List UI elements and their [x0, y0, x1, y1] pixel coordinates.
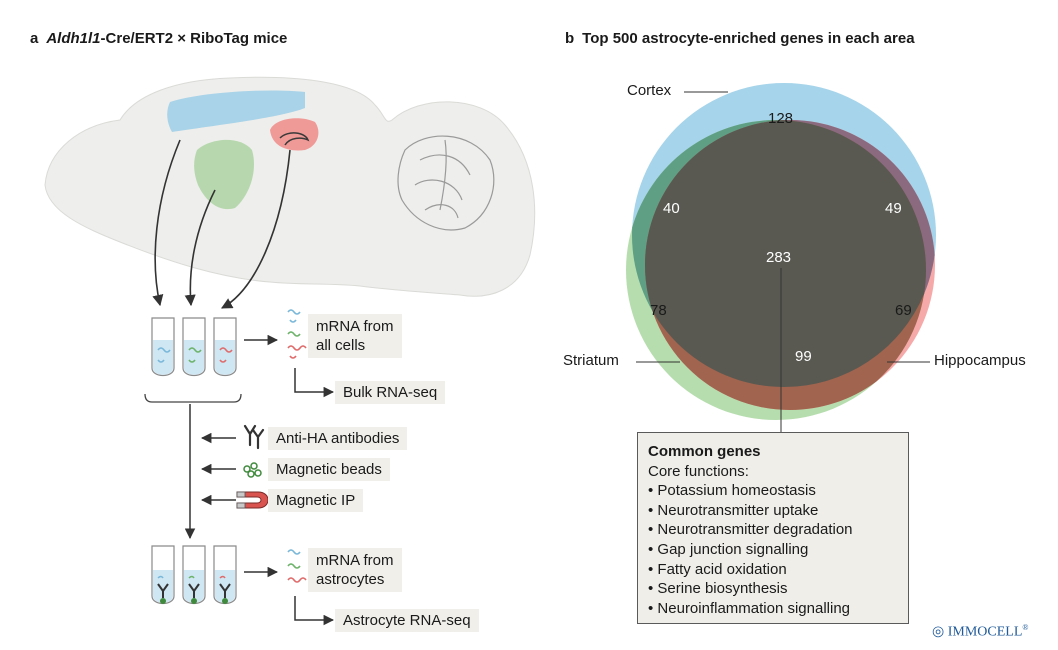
hippocampus-region	[270, 118, 319, 151]
list-item: Neurotransmitter degradation	[648, 520, 898, 540]
magnetic-ip-label: Magnetic IP	[268, 489, 364, 512]
antibody-icon	[243, 424, 265, 450]
list-item: Serine biosynthesis	[648, 579, 898, 599]
core-functions-subheading: Core functions:	[648, 462, 749, 480]
common-genes-box: Common genes Core functions: Potassium h…	[637, 432, 909, 624]
bulk-rna-seq-label: Bulk RNA-seq	[335, 381, 446, 404]
anti-ha-antibodies-label: Anti-HA antibodies	[268, 427, 408, 450]
list-item: Potassium homeostasis	[648, 481, 898, 501]
venn-diagram	[626, 83, 936, 432]
hippocampus-label: Hippocampus	[934, 352, 1026, 369]
striatum-label: Striatum	[563, 352, 619, 369]
brain-illustration	[44, 76, 536, 297]
core-functions-list: Potassium homeostasis Neurotransmitter u…	[648, 481, 898, 618]
list-item: Gap junction signalling	[648, 540, 898, 560]
count-cortex-hippocampus: 49	[885, 200, 902, 217]
mrna-astrocytes-icon	[287, 549, 307, 583]
common-genes-heading: Common genes	[648, 443, 761, 460]
tubes-astrocytes	[151, 545, 237, 605]
list-item: Neurotransmitter uptake	[648, 501, 898, 521]
venn-all-three	[645, 120, 926, 387]
list-item: Neuroinflammation signalling	[648, 599, 898, 619]
mrna-all-cells-label: mRNA from all cells	[308, 314, 402, 358]
immocell-logo: ◎ IMMOCELL®	[932, 623, 1029, 640]
tubes-all-cells	[144, 317, 242, 403]
mrna-all-cells-icon	[287, 309, 307, 359]
list-item: Fatty acid oxidation	[648, 560, 898, 580]
astrocyte-rna-seq-label: Astrocyte RNA-seq	[335, 609, 479, 632]
count-striatum-hippocampus: 99	[795, 348, 812, 365]
cerebellum-folds	[397, 135, 495, 231]
mrna-astrocytes-label: mRNA from astrocytes	[308, 548, 402, 592]
magnetic-beads-label: Magnetic beads	[268, 458, 390, 481]
magnetic-beads-icon	[243, 462, 262, 478]
count-cortex-striatum: 40	[663, 200, 680, 217]
count-striatum-only: 78	[650, 302, 667, 319]
count-cortex-only: 128	[768, 110, 794, 127]
cortex-label: Cortex	[627, 82, 672, 99]
brain-to-tube-arrows	[152, 139, 291, 309]
cortex-region	[167, 90, 305, 132]
striatum-region	[194, 139, 255, 210]
magnet-icon	[236, 491, 269, 509]
count-all-three: 283	[766, 249, 792, 266]
count-hippocampus-only: 69	[895, 302, 912, 319]
logo-icon: ◎	[932, 624, 945, 640]
